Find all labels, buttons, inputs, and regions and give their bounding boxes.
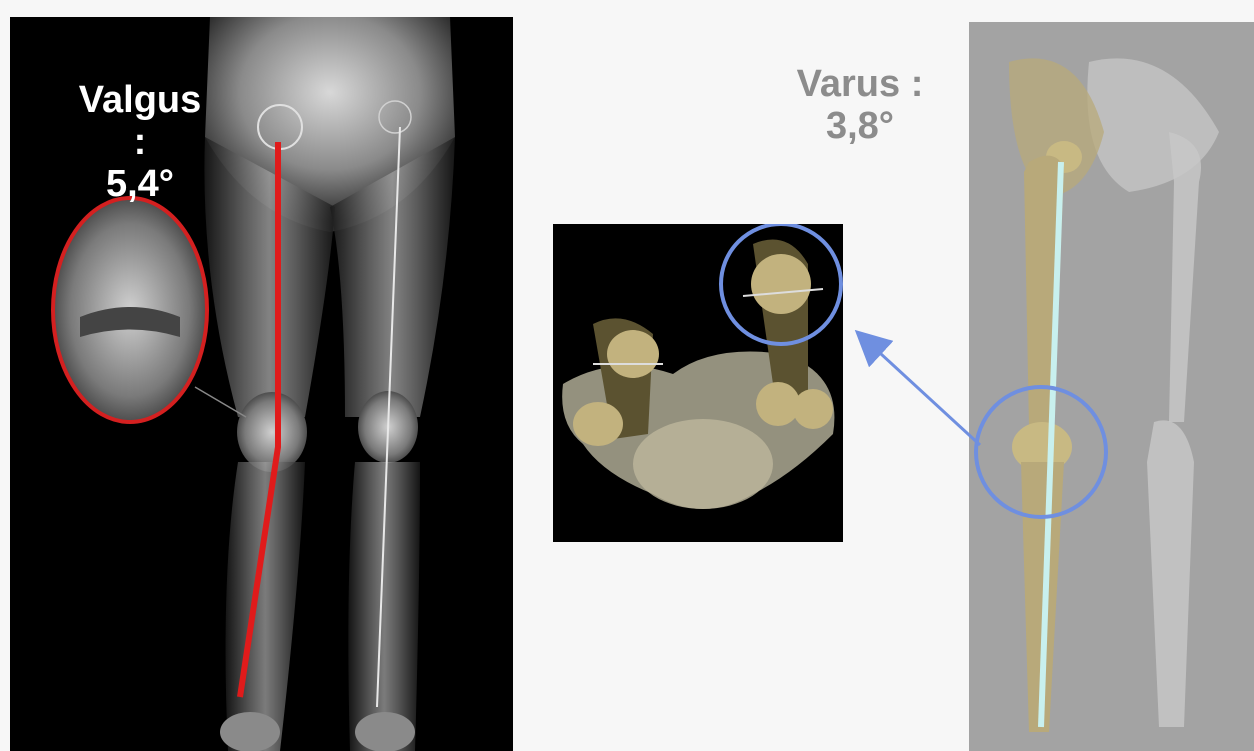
varus-term: Varus <box>797 63 901 105</box>
valgus-angle-label: Valgus : 5,4° <box>40 80 240 205</box>
varus-angle-value: 3,8° <box>760 106 960 148</box>
varus-angle-label: Varus : 3,8° <box>760 64 960 148</box>
varus-separator: : <box>911 63 924 105</box>
valgus-separator: : <box>40 122 240 164</box>
valgus-term: Valgus <box>40 80 240 122</box>
valgus-angle-value: 5,4° <box>40 164 240 206</box>
